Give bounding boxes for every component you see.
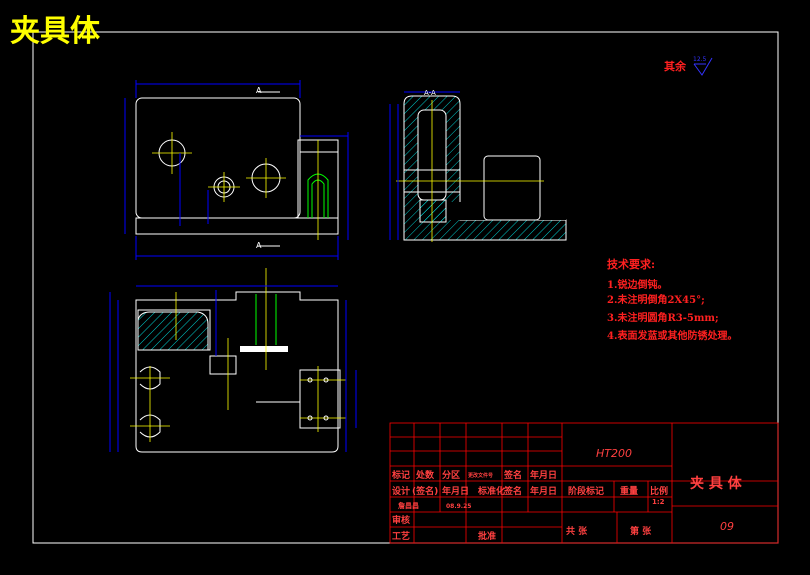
tb-standard: 标准化 <box>477 485 505 497</box>
section-label: A-A <box>424 89 436 97</box>
tech-item-3: 3.未注明圆角R3-5mm; <box>607 311 719 324</box>
tb-sheet: 第 张 <box>630 525 652 537</box>
tb-part-name: 夹 具 体 <box>690 475 743 492</box>
tb-scale-value: 1:2 <box>652 498 665 506</box>
tb-date2: 年月日 <box>442 485 469 497</box>
front-view <box>124 80 349 260</box>
tb-mark: 标记 <box>391 469 410 481</box>
section-mark-bottom: A <box>256 241 262 250</box>
tech-item-4: 4.表面发蓝或其他防锈处理。 <box>607 329 737 342</box>
tb-scale: 比例 <box>650 485 668 497</box>
tb-count: 处数 <box>415 469 435 481</box>
tb-designer: 詹昌昌 <box>398 501 419 510</box>
section-view <box>389 91 567 242</box>
tech-item-1: 1.锐边倒钝。 <box>607 278 667 291</box>
title-block <box>389 422 779 544</box>
tb-date: 年月日 <box>530 469 557 481</box>
tb-total-sheets: 共 张 <box>566 525 588 537</box>
roughness-symbol-icon <box>693 57 713 76</box>
top-view <box>109 268 357 453</box>
tb-stage-mark: 阶段标记 <box>568 485 604 497</box>
tb-weight: 重量 <box>620 485 638 497</box>
section-mark-top: A <box>256 86 262 95</box>
tb-approve: 批准 <box>478 530 496 542</box>
main-title: 夹具体 <box>10 14 101 49</box>
roughness-note: 其余 <box>664 59 687 73</box>
tb-design-date: 08.9.25 <box>446 503 471 510</box>
tech-item-2: 2.未注明倒角2X45°; <box>607 293 705 306</box>
tb-change-doc: 更改文件号 <box>468 472 493 479</box>
roughness-value: 12.5 <box>693 56 707 63</box>
tb-material: HT200 <box>596 447 632 460</box>
tb-date3: 年月日 <box>530 485 557 497</box>
tb-signature2: 签名 <box>503 485 522 497</box>
tech-heading: 技术要求: <box>607 257 655 271</box>
tb-design: 设计 <box>392 485 410 497</box>
tb-review: 审核 <box>392 514 410 526</box>
tb-zone: 分区 <box>442 469 460 481</box>
tb-sign-name: (签名) <box>412 485 438 497</box>
tb-process: 工艺 <box>392 530 410 542</box>
tb-signature: 签名 <box>503 469 522 481</box>
tb-drawing-no: 09 <box>720 520 734 533</box>
